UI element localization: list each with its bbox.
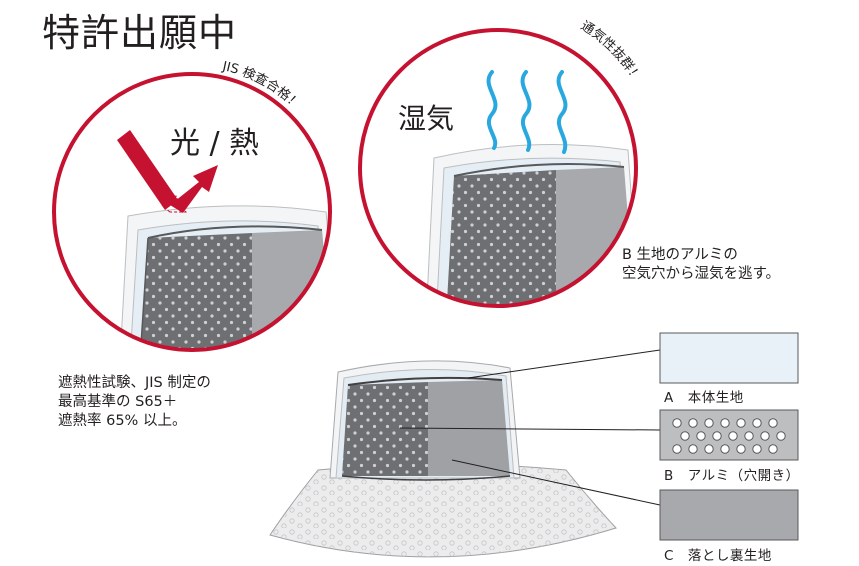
- left-detail-circle: 光 / 熱 JIS 検査合格！: [54, 59, 340, 360]
- layer-c-label: C 落とし裏生地: [664, 544, 772, 564]
- left-note-line: 遮熱率 65% 以上。: [58, 412, 211, 431]
- swatch-a: [660, 333, 798, 383]
- right-note: B 生地のアルミの 空気穴から湿気を逃す。: [622, 246, 780, 284]
- swatch-c: [660, 490, 798, 540]
- left-note: 遮熱性試験、JIS 制定の 最高基準の S65＋ 遮熱率 65% 以上。: [58, 374, 211, 431]
- layer-b-label: B アルミ（穴開き）: [664, 464, 800, 484]
- layer-a-label: A 本体生地: [664, 386, 744, 406]
- right-note-line: B 生地のアルミの: [622, 246, 780, 265]
- light-heat-label: 光 / 熱: [170, 126, 259, 161]
- right-detail-circle: 湿気 通気性抜群！: [360, 19, 644, 320]
- left-note-line: 最高基準の S65＋: [58, 393, 211, 412]
- bucket-hat-illustration: [270, 350, 660, 557]
- humidity-label: 湿気: [398, 102, 454, 135]
- right-note-line: 空気穴から湿気を逃す。: [622, 265, 780, 284]
- left-note-line: 遮熱性試験、JIS 制定の: [58, 374, 211, 393]
